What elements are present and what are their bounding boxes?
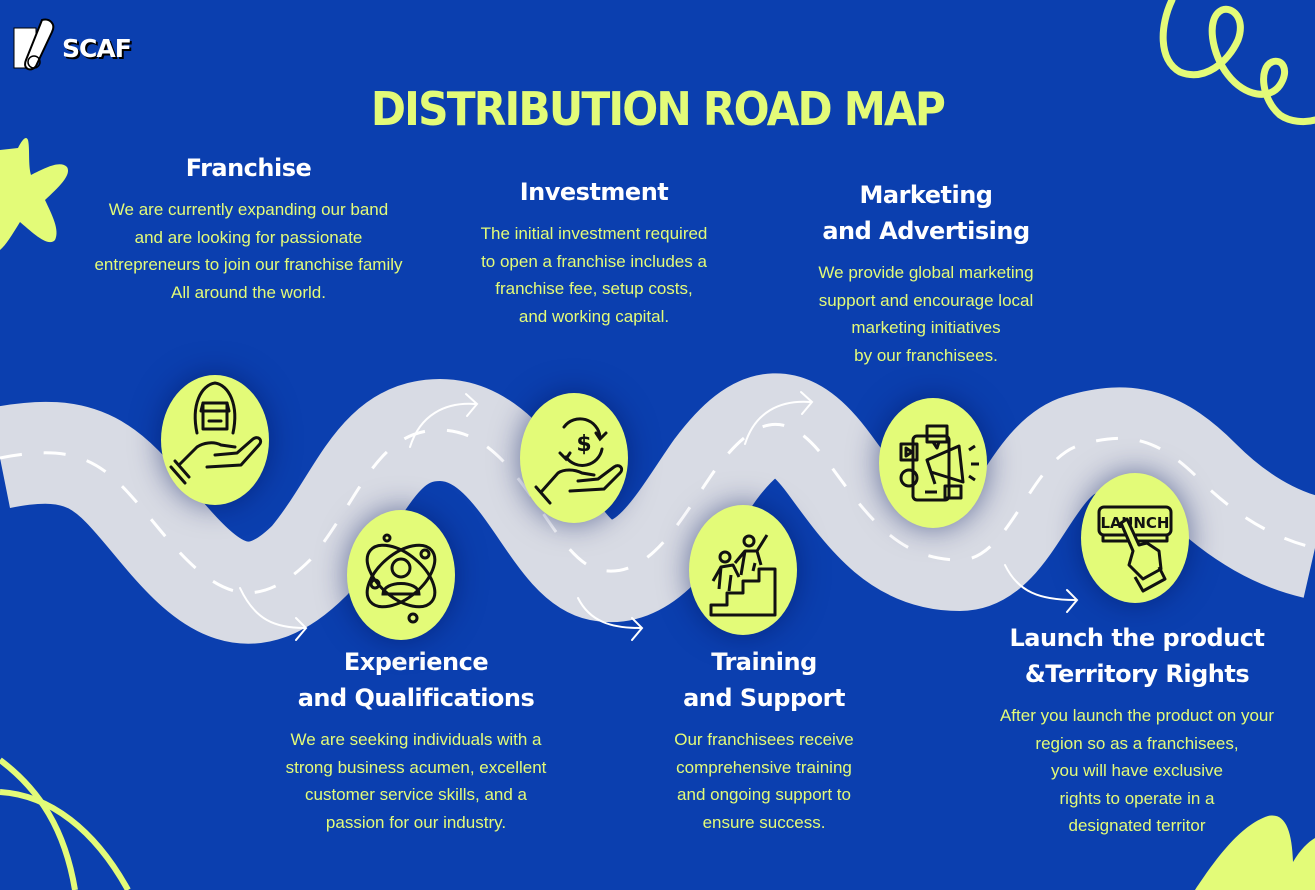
badge-training <box>689 505 797 635</box>
arrow-icon <box>239 587 308 641</box>
scroll-logo-icon <box>13 18 55 71</box>
arrow-icon <box>744 391 814 445</box>
arrow-icon <box>1004 564 1079 613</box>
badge-experience <box>347 510 455 640</box>
climbing-stairs-icon <box>709 534 777 617</box>
curly-line-decoration <box>1159 0 1315 126</box>
badge-marketing <box>879 398 987 528</box>
step-investment: Investment The initial investment requir… <box>444 174 744 330</box>
launch-button-icon: LAUNCH <box>1097 505 1173 593</box>
dollar-in-hand-icon: $ <box>534 417 624 505</box>
blob-decoration <box>1195 815 1315 890</box>
page-title: DISTRIBUTION ROAD MAP <box>370 82 946 136</box>
svg-text:$: $ <box>576 432 591 457</box>
arrow-icon <box>409 393 479 448</box>
step-title: Investment <box>519 178 669 206</box>
arc-line-decoration <box>0 757 78 890</box>
scaf-logo: SCAF <box>12 18 132 72</box>
launch-label: LAUNCH <box>1100 514 1169 532</box>
person-atom-icon <box>365 533 437 624</box>
badge-launch: LAUNCH <box>1081 473 1189 603</box>
store-in-hand-icon <box>169 381 263 485</box>
badge-investment: $ <box>520 393 628 523</box>
step-franchise: Franchise We are currently expanding our… <box>70 150 427 306</box>
arrows <box>239 391 1079 641</box>
badge-franchise <box>161 375 269 505</box>
arrow-icon <box>577 597 644 641</box>
step-launch: Launch the product&Territory Rights Afte… <box>976 620 1298 840</box>
megaphone-phone-icon <box>899 424 979 502</box>
arc-line-decoration <box>0 789 131 890</box>
star-blob-decoration <box>0 137 69 250</box>
road-center-dashes <box>0 422 1315 595</box>
step-title: Franchise <box>185 154 312 182</box>
step-title: Launch the product&Territory Rights <box>1009 624 1266 688</box>
logo-text: SCAF <box>62 33 132 63</box>
